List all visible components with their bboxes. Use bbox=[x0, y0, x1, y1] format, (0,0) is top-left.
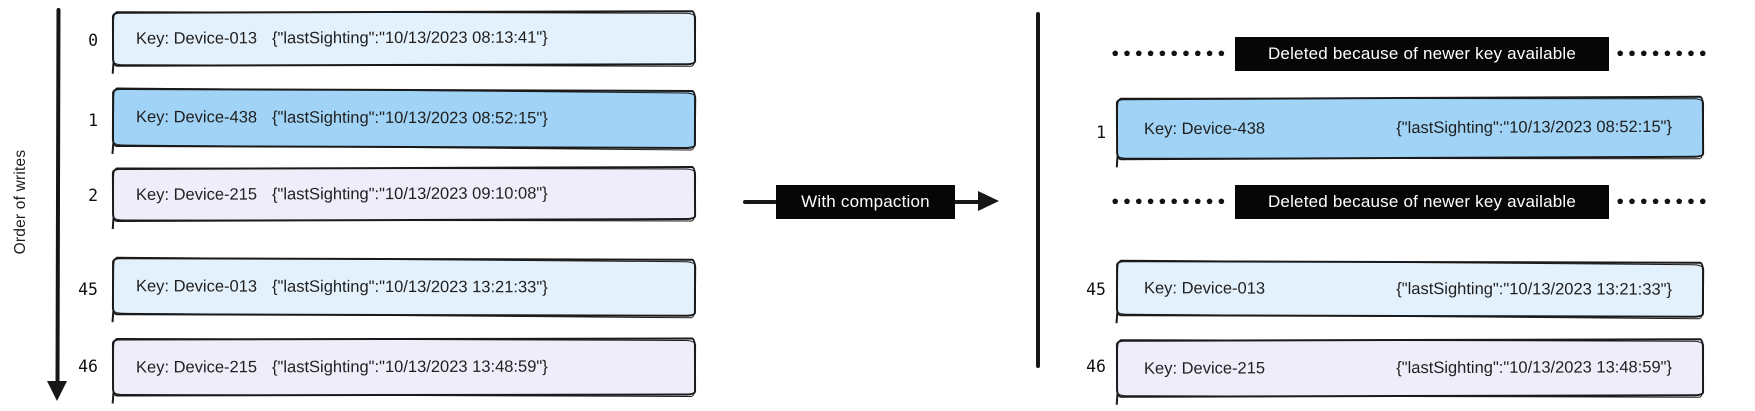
order-of-writes-label: Order of writes bbox=[12, 149, 29, 255]
record-key: Key: Device-215 bbox=[135, 357, 258, 376]
record-value: {"lastSighting":"10/13/2023 08:13:41"} bbox=[271, 28, 548, 48]
arrow-right-icon bbox=[978, 191, 999, 211]
dotted-line bbox=[1112, 50, 1228, 57]
write-offset-label: 2 bbox=[88, 186, 98, 205]
write-offset-label: 46 bbox=[1086, 357, 1106, 376]
dotted-line bbox=[1617, 50, 1707, 57]
log-record-row: Key: Device-013 {"lastSighting":"10/13/2… bbox=[111, 10, 697, 67]
record-key: Key: Device-438 bbox=[1143, 119, 1266, 138]
dotted-line bbox=[1112, 198, 1228, 205]
with-compaction-arrow-line bbox=[954, 200, 980, 204]
arrow-down-icon bbox=[47, 381, 67, 401]
log-record-row: Key: Device-013 {"lastSighting":"10/13/2… bbox=[1115, 260, 1705, 318]
deleted-record-label: Deleted because of newer key available bbox=[1235, 185, 1609, 219]
log-record-row: Key: Device-438 {"lastSighting":"10/13/2… bbox=[111, 87, 697, 150]
record-value: {"lastSighting":"10/13/2023 13:48:59"} bbox=[271, 357, 548, 376]
record-key: Key: Device-013 bbox=[135, 276, 258, 296]
record-key: Key: Device-013 bbox=[135, 29, 258, 48]
record-value: {"lastSighting":"10/13/2023 13:21:33"} bbox=[1396, 279, 1673, 299]
log-record-row: Key: Device-215 {"lastSighting":"10/13/2… bbox=[111, 165, 697, 223]
record-key: Key: Device-215 bbox=[135, 185, 258, 204]
log-record-row: Key: Device-215 {"lastSighting":"10/13/2… bbox=[111, 337, 697, 397]
record-value: {"lastSighting":"10/13/2023 09:10:08"} bbox=[271, 183, 548, 203]
log-record-row: Key: Device-013 {"lastSighting":"10/13/2… bbox=[111, 257, 697, 317]
record-value: {"lastSighting":"10/13/2023 08:52:15"} bbox=[271, 108, 548, 128]
record-value: {"lastSighting":"10/13/2023 08:52:15"} bbox=[1396, 117, 1673, 137]
write-offset-label: 45 bbox=[78, 280, 98, 299]
record-key: Key: Device-438 bbox=[135, 108, 258, 127]
record-value: {"lastSighting":"10/13/2023 13:21:33"} bbox=[271, 277, 548, 296]
write-offset-label: 0 bbox=[88, 31, 98, 50]
dotted-line bbox=[1617, 198, 1707, 205]
write-offset-label: 46 bbox=[78, 357, 98, 376]
write-offset-label: 45 bbox=[1086, 280, 1106, 299]
write-offset-label: 1 bbox=[88, 111, 98, 130]
log-record-row: Key: Device-215 {"lastSighting":"10/13/2… bbox=[1115, 338, 1705, 398]
record-value: {"lastSighting":"10/13/2023 13:48:59"} bbox=[1396, 357, 1673, 377]
compacted-log-boundary-line bbox=[1036, 12, 1040, 368]
record-key: Key: Device-013 bbox=[1143, 278, 1266, 298]
with-compaction-arrow-line bbox=[743, 200, 777, 204]
log-record-row: Key: Device-438 {"lastSighting":"10/13/2… bbox=[1115, 95, 1705, 161]
with-compaction-label: With compaction bbox=[776, 185, 955, 219]
deleted-record-label: Deleted because of newer key available bbox=[1235, 37, 1609, 71]
record-key: Key: Device-215 bbox=[1143, 358, 1266, 378]
write-offset-label: 1 bbox=[1096, 123, 1106, 142]
